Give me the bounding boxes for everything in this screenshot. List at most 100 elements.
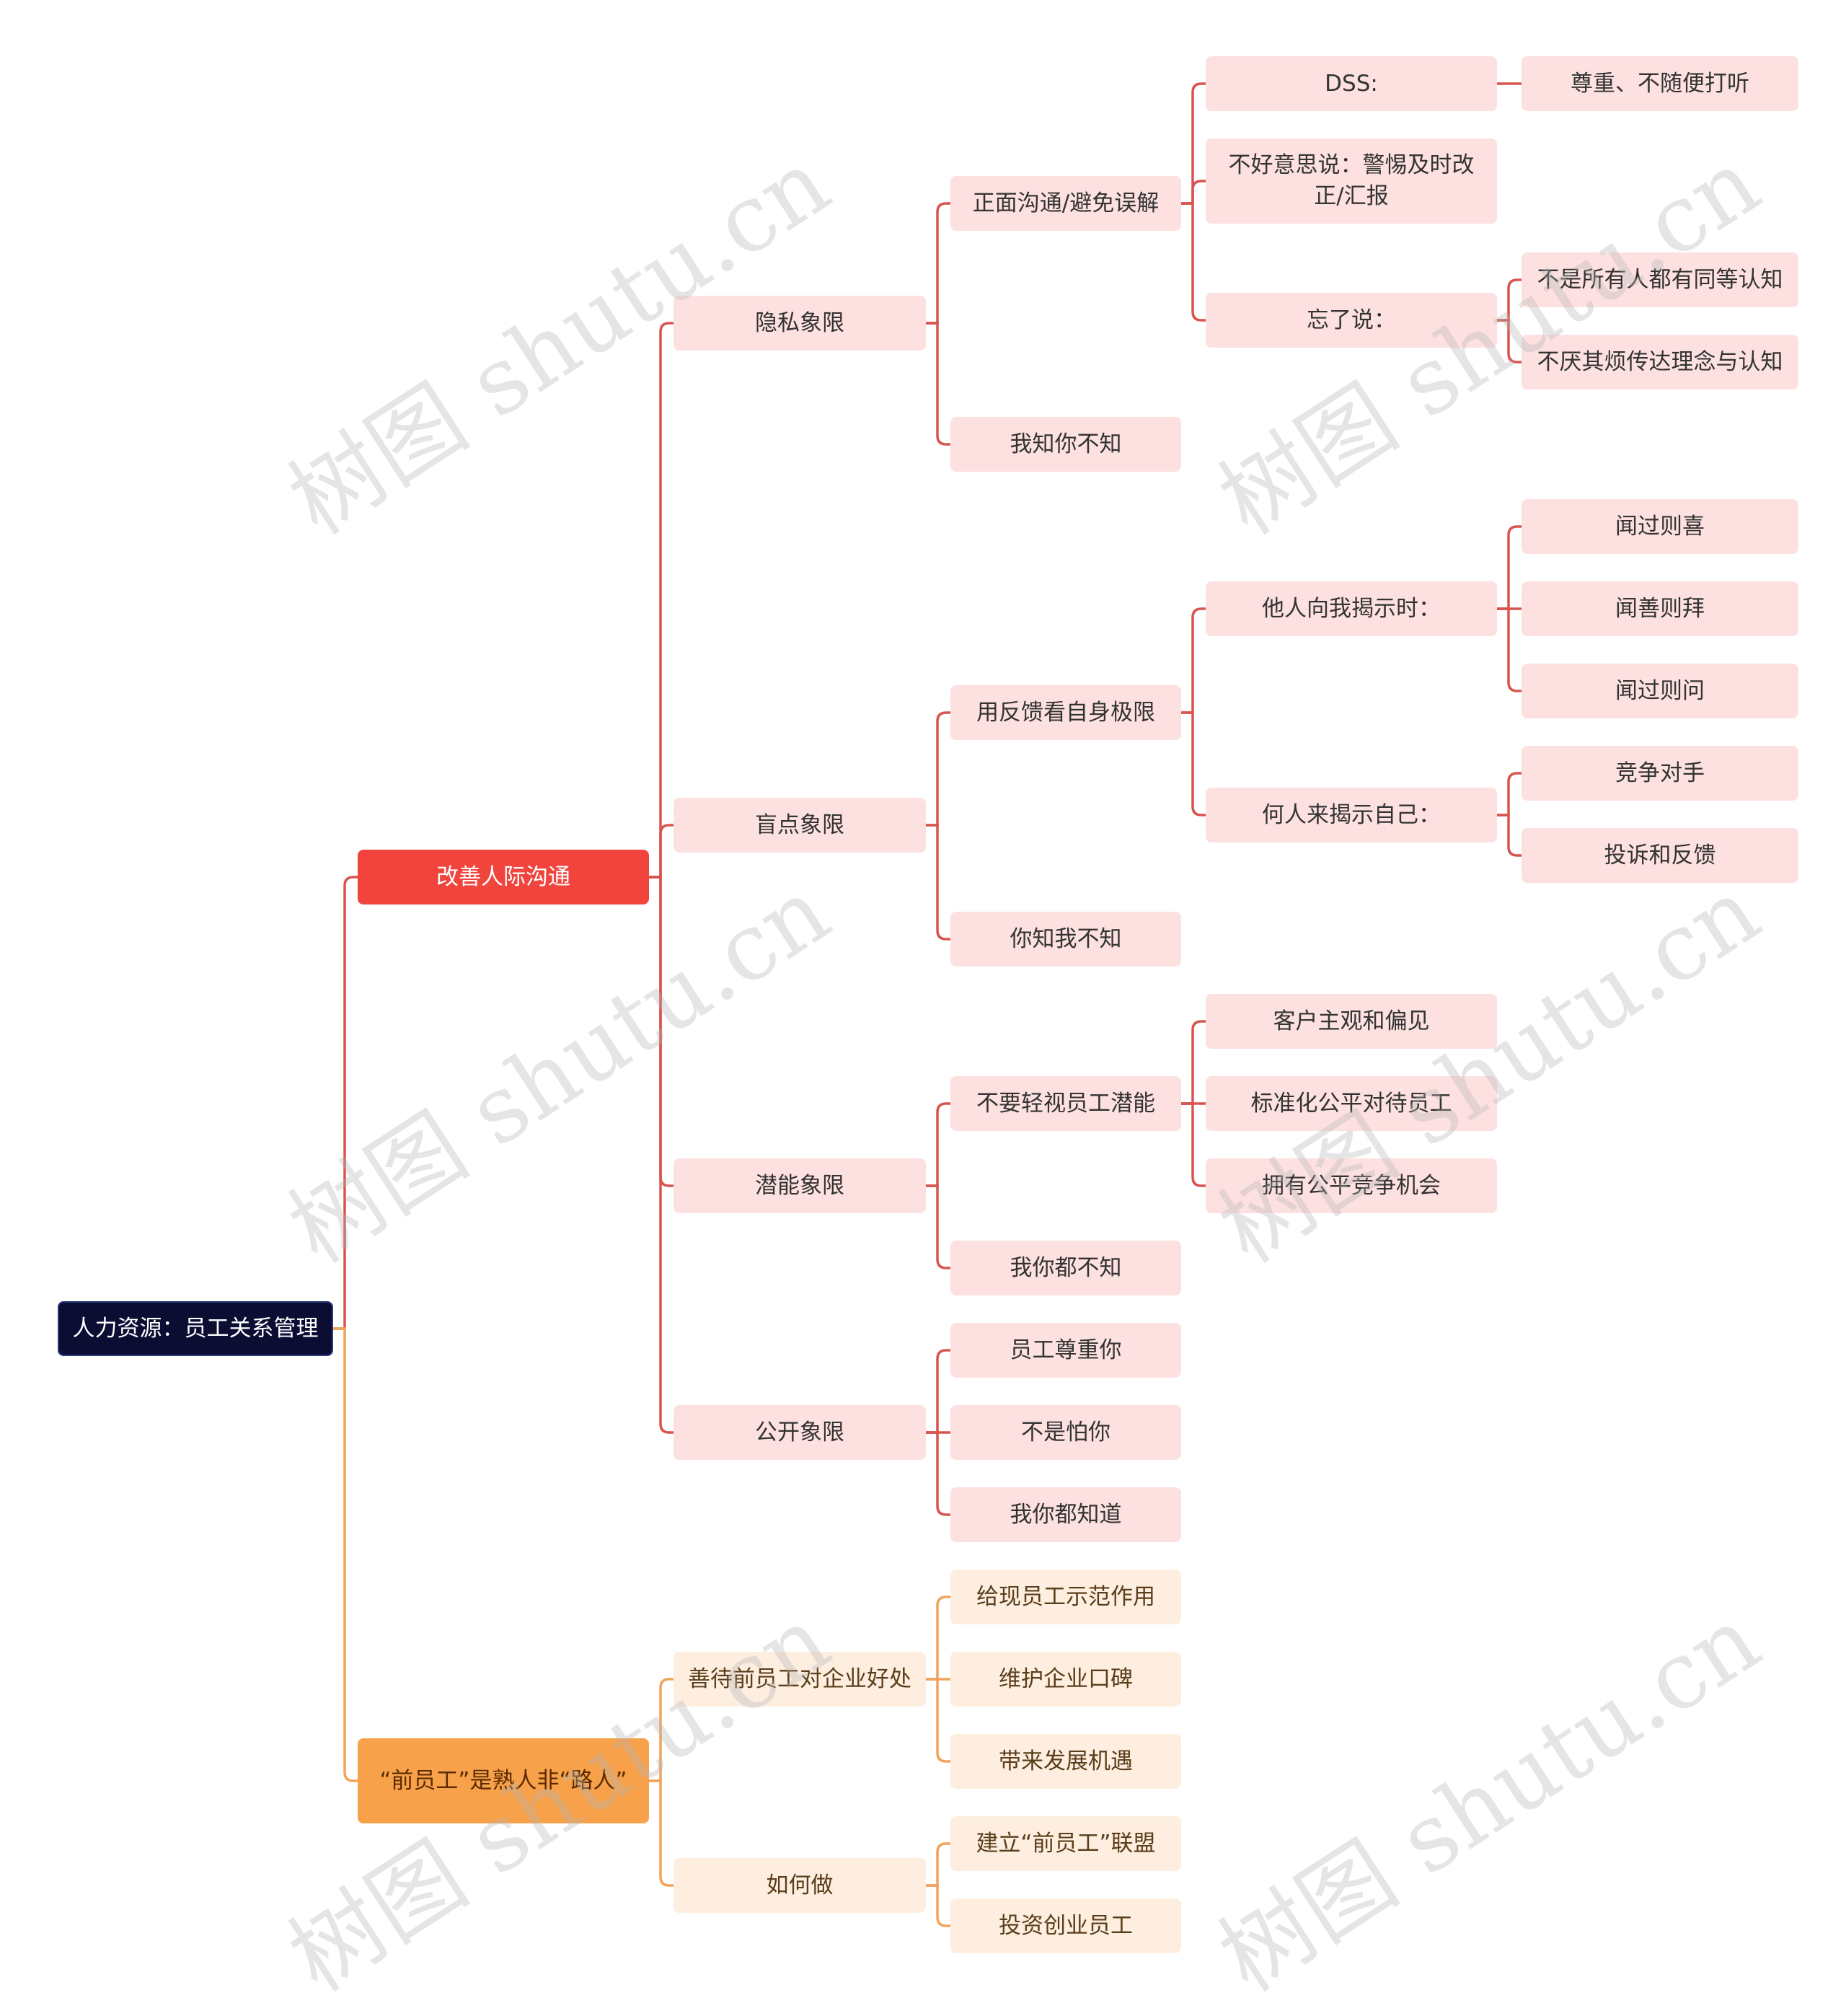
node-potential-quadrant[interactable]: 潜能象限 (674, 1158, 926, 1213)
branch-improve-communication[interactable]: 改善人际沟通 (358, 850, 649, 904)
node-label: 标准化公平对待员工 (1250, 1090, 1452, 1117)
connector-line (333, 1327, 358, 1782)
node-label: 闻过则喜 (1615, 513, 1705, 540)
node-label: 不好意思说：警惕及时改正/汇报 (1228, 152, 1475, 209)
connector-line (649, 1678, 674, 1782)
node-label: 投资创业员工 (999, 1912, 1133, 1939)
node-label: 竞争对手 (1615, 760, 1705, 786)
node-label: 客户主观和偏见 (1273, 1008, 1430, 1034)
connector-line (926, 1184, 950, 1269)
node-blind-quadrant[interactable]: 盲点象限 (674, 798, 926, 853)
node-benefit[interactable]: 善待前员工对企业好处 (674, 1652, 926, 1707)
connector-line (1497, 319, 1522, 364)
connector-line (1181, 1020, 1206, 1105)
node-who-item[interactable]: 竞争对手 (1522, 746, 1798, 801)
node-label: 公开象限 (755, 1419, 844, 1445)
node-who-item[interactable]: 投诉和反馈 (1522, 828, 1798, 883)
connector-line (926, 322, 950, 446)
node-you-know-i-dont[interactable]: 你知我不知 (950, 912, 1181, 967)
node-forgot[interactable]: 忘了说： (1206, 293, 1497, 348)
node-label: 员工尊重你 (1010, 1337, 1122, 1363)
connector-line (926, 1349, 950, 1434)
branch-former-employees[interactable]: “前员工”是熟人非“路人” (358, 1738, 649, 1823)
node-label: 你知我不知 (1010, 925, 1122, 952)
root-label: 人力资源：员工关系管理 (72, 1315, 319, 1342)
connector-line (1497, 814, 1522, 857)
node-label: 善待前员工对企业好处 (688, 1665, 911, 1692)
node-potential-item[interactable]: 拥有公平竞争机会 (1206, 1158, 1497, 1213)
connector-line (926, 824, 950, 941)
connector-line (926, 1102, 950, 1187)
node-label: 投诉和反馈 (1604, 842, 1716, 868)
connector-line (926, 202, 950, 325)
node-label: 不是怕你 (1021, 1419, 1110, 1445)
node-label: 如何做 (766, 1872, 834, 1898)
branch-label: “前员工”是熟人非“路人” (379, 1767, 627, 1794)
connector-line (1181, 607, 1206, 714)
node-dss[interactable]: DSS: (1206, 56, 1497, 111)
connector-line (1181, 202, 1206, 322)
node-label: 闻过则问 (1615, 677, 1705, 704)
node-label: 带来发展机遇 (999, 1748, 1133, 1774)
node-label: 用反馈看自身极限 (976, 699, 1155, 726)
node-others-item[interactable]: 闻过则喜 (1522, 499, 1798, 554)
node-embarrassed[interactable]: 不好意思说：警惕及时改正/汇报 (1206, 138, 1497, 224)
node-neither-knows[interactable]: 我你都不知 (950, 1241, 1181, 1295)
node-label: 我知你不知 (1010, 431, 1122, 457)
node-i-know-you-dont[interactable]: 我知你不知 (950, 417, 1181, 472)
connector-line (1497, 607, 1522, 692)
node-label: 他人向我揭示时： (1262, 595, 1441, 622)
node-label: 何人来揭示自己： (1262, 801, 1441, 828)
node-who-reveals[interactable]: 何人来揭示自己： (1206, 788, 1497, 842)
node-open-item[interactable]: 我你都知道 (950, 1487, 1181, 1542)
connector-line (1181, 82, 1206, 205)
node-benefit-item[interactable]: 给现员工示范作用 (950, 1570, 1181, 1624)
node-benefit-item[interactable]: 维护企业口碑 (950, 1652, 1181, 1707)
node-label: 我你都不知 (1010, 1254, 1122, 1281)
node-forgot-item[interactable]: 不是所有人都有同等认知 (1522, 252, 1798, 307)
connector-line (649, 824, 674, 879)
connector-line (333, 876, 358, 1330)
connector-line (926, 1842, 950, 1887)
node-label: 尊重、不随便打听 (1571, 70, 1749, 97)
connector-line (1497, 278, 1522, 322)
node-label: 闻善则拜 (1615, 595, 1705, 622)
node-how-item[interactable]: 投资创业员工 (950, 1898, 1181, 1953)
node-dss-detail[interactable]: 尊重、不随便打听 (1522, 56, 1798, 111)
node-benefit-item[interactable]: 带来发展机遇 (950, 1734, 1181, 1789)
node-open-item[interactable]: 员工尊重你 (950, 1323, 1181, 1378)
node-others-item[interactable]: 闻善则拜 (1522, 581, 1798, 636)
node-positive-communication[interactable]: 正面沟通/避免误解 (950, 176, 1181, 231)
node-potential-item[interactable]: 客户主观和偏见 (1206, 994, 1497, 1049)
node-how-item[interactable]: 建立“前员工”联盟 (950, 1816, 1181, 1871)
node-how[interactable]: 如何做 (674, 1858, 926, 1913)
node-label: 不厌其烦传达理念与认知 (1537, 348, 1783, 375)
node-label: 我你都知道 (1010, 1501, 1122, 1528)
connector-line (649, 1779, 674, 1887)
node-others-reveal[interactable]: 他人向我揭示时： (1206, 581, 1497, 636)
node-label: 正面沟通/避免误解 (972, 190, 1160, 216)
node-open-item[interactable]: 不是怕你 (950, 1405, 1181, 1460)
branch-label: 改善人际沟通 (436, 863, 570, 890)
connector-line (926, 1884, 950, 1927)
connector-line (1181, 1102, 1206, 1187)
node-label: 维护企业口碑 (999, 1665, 1133, 1692)
node-potential-item[interactable]: 标准化公平对待员工 (1206, 1076, 1497, 1131)
root-node[interactable]: 人力资源：员工关系管理 (58, 1301, 333, 1356)
node-label: 忘了说： (1307, 307, 1396, 333)
node-label: 不要轻视员工潜能 (976, 1090, 1155, 1117)
connector-line (926, 1678, 950, 1763)
node-open-quadrant[interactable]: 公开象限 (674, 1405, 926, 1460)
node-others-item[interactable]: 闻过则问 (1522, 664, 1798, 718)
connector-line (1181, 711, 1206, 816)
node-feedback[interactable]: 用反馈看自身极限 (950, 685, 1181, 740)
node-forgot-item[interactable]: 不厌其烦传达理念与认知 (1522, 335, 1798, 389)
node-label: DSS: (1325, 70, 1378, 97)
node-label: 建立“前员工”联盟 (976, 1830, 1156, 1857)
node-label: 隐私象限 (755, 309, 844, 336)
node-dont-underestimate[interactable]: 不要轻视员工潜能 (950, 1076, 1181, 1131)
node-privacy-quadrant[interactable]: 隐私象限 (674, 296, 926, 351)
connector-line (1181, 180, 1206, 205)
connector-line (1497, 525, 1522, 610)
